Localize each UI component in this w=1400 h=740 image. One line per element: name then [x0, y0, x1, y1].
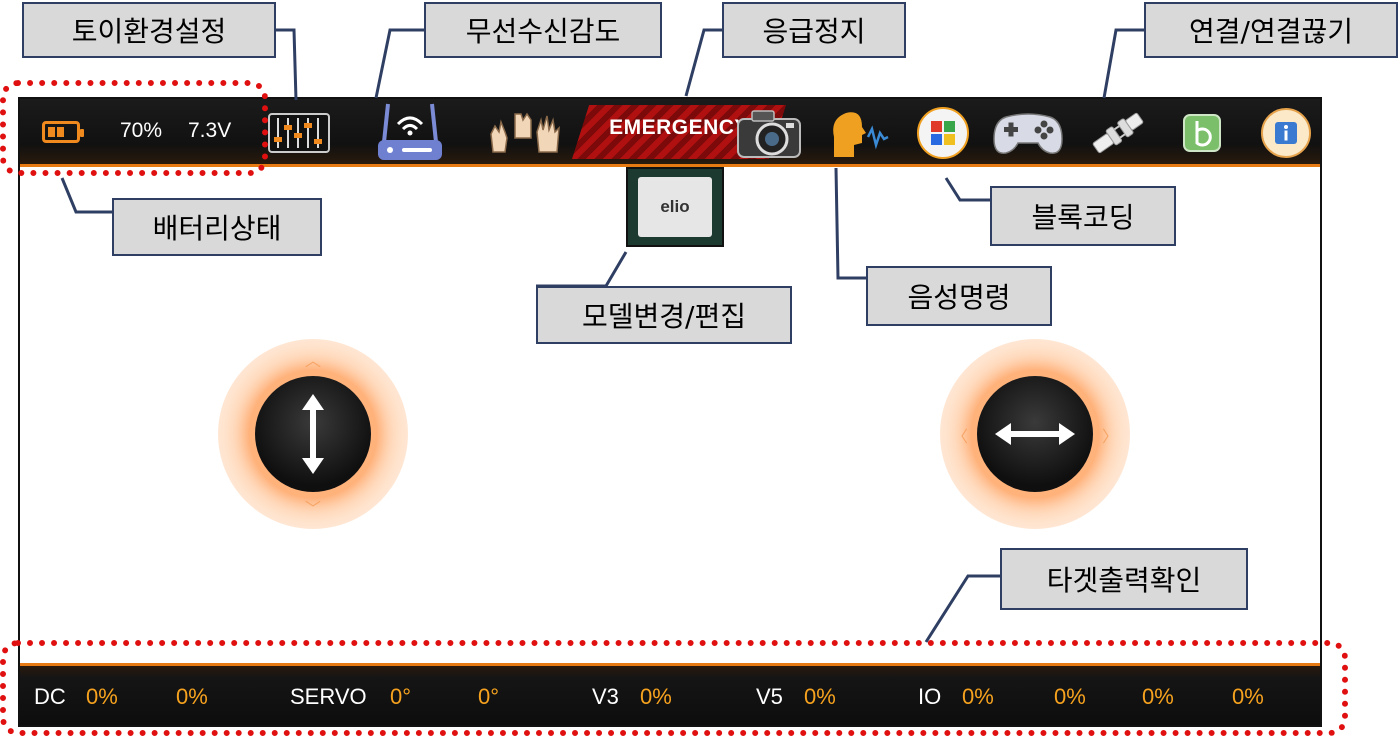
emergency-label: EMERGENCY — [609, 116, 749, 139]
io-value-2: 0% — [1054, 684, 1086, 709]
callout-toy-settings: 토이환경설정 — [22, 2, 276, 58]
callout-voice: 음성명령 — [866, 266, 1052, 326]
camera-icon[interactable] — [732, 103, 806, 163]
chevron-down-icon: ﹀ — [305, 499, 322, 518]
io-value-3: 0% — [1142, 684, 1174, 709]
model-chip-face: elio — [638, 177, 712, 237]
equalizer-icon[interactable] — [266, 103, 332, 163]
callout-target-output: 타겟출력확인 — [1000, 548, 1248, 610]
dc-value-1: 0% — [86, 684, 118, 709]
v5-value: 0% — [804, 684, 836, 709]
v3-label: V3 — [592, 684, 619, 709]
model-chip-button[interactable]: elio — [626, 167, 724, 247]
servo-label: SERVO — [290, 684, 367, 709]
battery-voltage: 7.3V — [188, 119, 232, 142]
leftright-arrow-icon — [995, 423, 1075, 445]
updown-arrow-icon — [302, 394, 324, 474]
servo-value-1: 0° — [390, 684, 412, 709]
info-icon[interactable] — [1256, 103, 1316, 163]
chevron-right-icon: 〉 — [1102, 427, 1119, 446]
top-toolbar: 70% 7.3V — [20, 99, 1320, 167]
hand-gesture-icon[interactable] — [484, 103, 566, 163]
vertical-joystick[interactable]: ︿ ﹀ — [218, 339, 408, 529]
dc-label: DC — [34, 684, 66, 709]
joystick-knob[interactable] — [977, 376, 1093, 492]
v5-label: V5 — [756, 684, 783, 709]
joystick-knob[interactable] — [255, 376, 371, 492]
gamepad-icon[interactable] — [990, 103, 1066, 163]
plug-icon[interactable] — [1084, 103, 1152, 163]
callout-wireless: 무선수신감도 — [424, 2, 662, 58]
battery-percent: 70% — [120, 119, 163, 142]
output-highlight — [0, 640, 1348, 736]
block-coding-icon[interactable] — [912, 103, 974, 163]
wifi-router-icon[interactable] — [372, 103, 448, 163]
model-chip-label: elio — [660, 197, 690, 216]
dc-value-2: 0% — [176, 684, 208, 709]
io-value-1: 0% — [962, 684, 994, 709]
battery-highlight — [0, 80, 268, 176]
voice-command-icon[interactable] — [820, 103, 894, 163]
servo-value-2: 0° — [478, 684, 500, 709]
callout-block-coding: 블록코딩 — [990, 186, 1176, 246]
io-label: IO — [918, 684, 942, 709]
output-status-bar: DC 0% 0% SERVO 0° 0° V3 0% V5 0% IO 0% 0… — [20, 663, 1320, 725]
io-value-4: 0% — [1232, 684, 1264, 709]
battery-icon — [42, 121, 84, 143]
callout-emergency-stop: 응급정지 — [722, 2, 906, 58]
brand-b-icon[interactable] — [1176, 103, 1228, 163]
chevron-up-icon: ︿ — [305, 351, 322, 370]
horizontal-joystick[interactable]: 〈 〉 — [940, 339, 1130, 529]
chevron-left-icon: 〈 — [952, 427, 969, 446]
callout-battery: 배터리상태 — [112, 198, 322, 256]
v3-value: 0% — [640, 684, 672, 709]
callout-model-edit: 모델변경/편집 — [536, 286, 792, 344]
callout-connect: 연결/연결끊기 — [1144, 2, 1398, 58]
